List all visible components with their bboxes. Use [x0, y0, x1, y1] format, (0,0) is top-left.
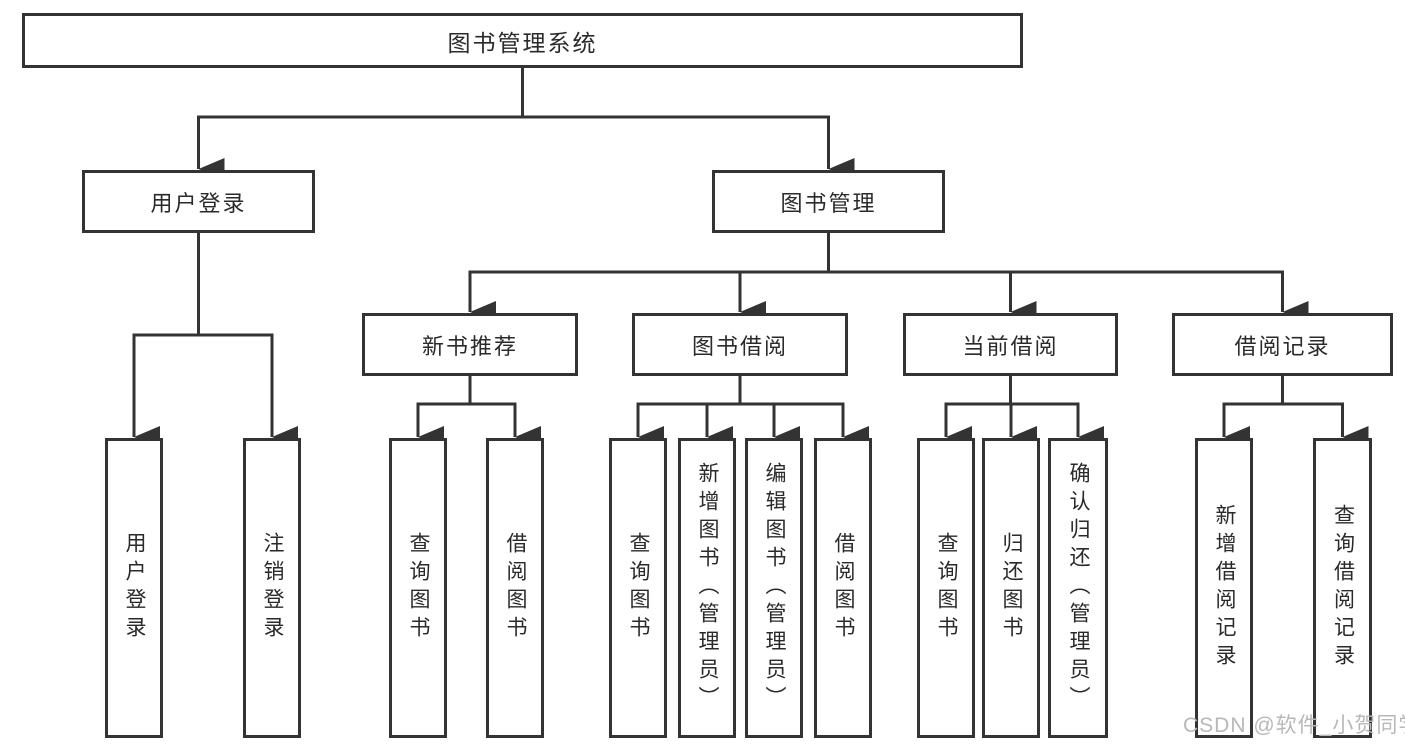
leaf-confirm-return-admin: 确认归还（管理员）	[1048, 438, 1108, 738]
node-new-book-recommend-label: 新书推荐	[421, 333, 518, 359]
leaf-borrow-books: 借阅图书	[814, 438, 872, 738]
node-borrow-record: 借阅记录	[1172, 313, 1393, 376]
leaf-logout: 注销登录	[243, 438, 301, 738]
leaf-user-login-label: 用户登录	[123, 532, 147, 644]
node-borrow-record-label: 借阅记录	[1234, 333, 1331, 359]
node-root-system: 图书管理系统	[22, 13, 1023, 68]
leaf-query-books-borrow-label: 查询图书	[627, 532, 651, 644]
leaf-borrow-books-rec-label: 借阅图书	[504, 532, 528, 644]
leaf-query-books-rec: 查询图书	[389, 438, 447, 738]
connector-book-mgmt-to-level3	[468, 233, 1309, 323]
leaf-query-borrow-record: 查询借阅记录	[1313, 438, 1372, 738]
node-book-management-label: 图书管理	[780, 190, 877, 216]
leaf-query-books-current: 查询图书	[917, 438, 975, 738]
leaf-edit-books-admin: 编辑图书（管理员）	[745, 438, 803, 738]
leaf-query-books-rec-label: 查询图书	[407, 532, 431, 644]
leaf-borrow-books-rec: 借阅图书	[486, 438, 544, 738]
leaf-add-borrow-record: 新增借阅记录	[1195, 438, 1253, 738]
leaf-add-books-admin: 新增图书（管理员）	[678, 438, 736, 738]
leaf-query-books-borrow: 查询图书	[609, 438, 667, 738]
leaf-return-books: 归还图书	[982, 438, 1040, 738]
node-user-login: 用户登录	[82, 170, 315, 233]
leaf-edit-books-admin-label: 编辑图书（管理员）	[763, 462, 787, 714]
leaf-query-borrow-record-label: 查询借阅记录	[1331, 504, 1355, 672]
leaf-confirm-return-admin-label: 确认归还（管理员）	[1067, 462, 1091, 714]
connector-user-login-children	[132, 233, 298, 448]
node-book-borrow-label: 图书借阅	[691, 333, 788, 359]
connector-current-borrow-children	[944, 376, 1104, 448]
node-current-borrow-label: 当前借阅	[962, 333, 1059, 359]
node-user-login-label: 用户登录	[150, 190, 247, 216]
leaf-add-borrow-record-label: 新增借阅记录	[1213, 504, 1237, 672]
node-book-borrow: 图书借阅	[632, 313, 848, 376]
node-current-borrow: 当前借阅	[903, 313, 1118, 376]
node-book-management: 图书管理	[712, 170, 945, 233]
leaf-query-books-current-label: 查询图书	[935, 532, 959, 644]
node-new-book-recommend: 新书推荐	[362, 313, 578, 376]
leaf-add-books-admin-label: 新增图书（管理员）	[696, 462, 720, 714]
connector-book-borrow-children	[636, 376, 869, 448]
connector-root-to-level2	[197, 68, 855, 180]
leaf-return-books-label: 归还图书	[1000, 532, 1024, 644]
leaf-borrow-books-label: 借阅图书	[832, 532, 856, 644]
connector-borrow-record-children	[1222, 376, 1369, 448]
leaf-logout-label: 注销登录	[261, 532, 285, 644]
leaf-user-login: 用户登录	[105, 438, 163, 738]
node-root-label: 图书管理系统	[447, 29, 598, 56]
connector-new-book-rec-children	[416, 376, 541, 448]
